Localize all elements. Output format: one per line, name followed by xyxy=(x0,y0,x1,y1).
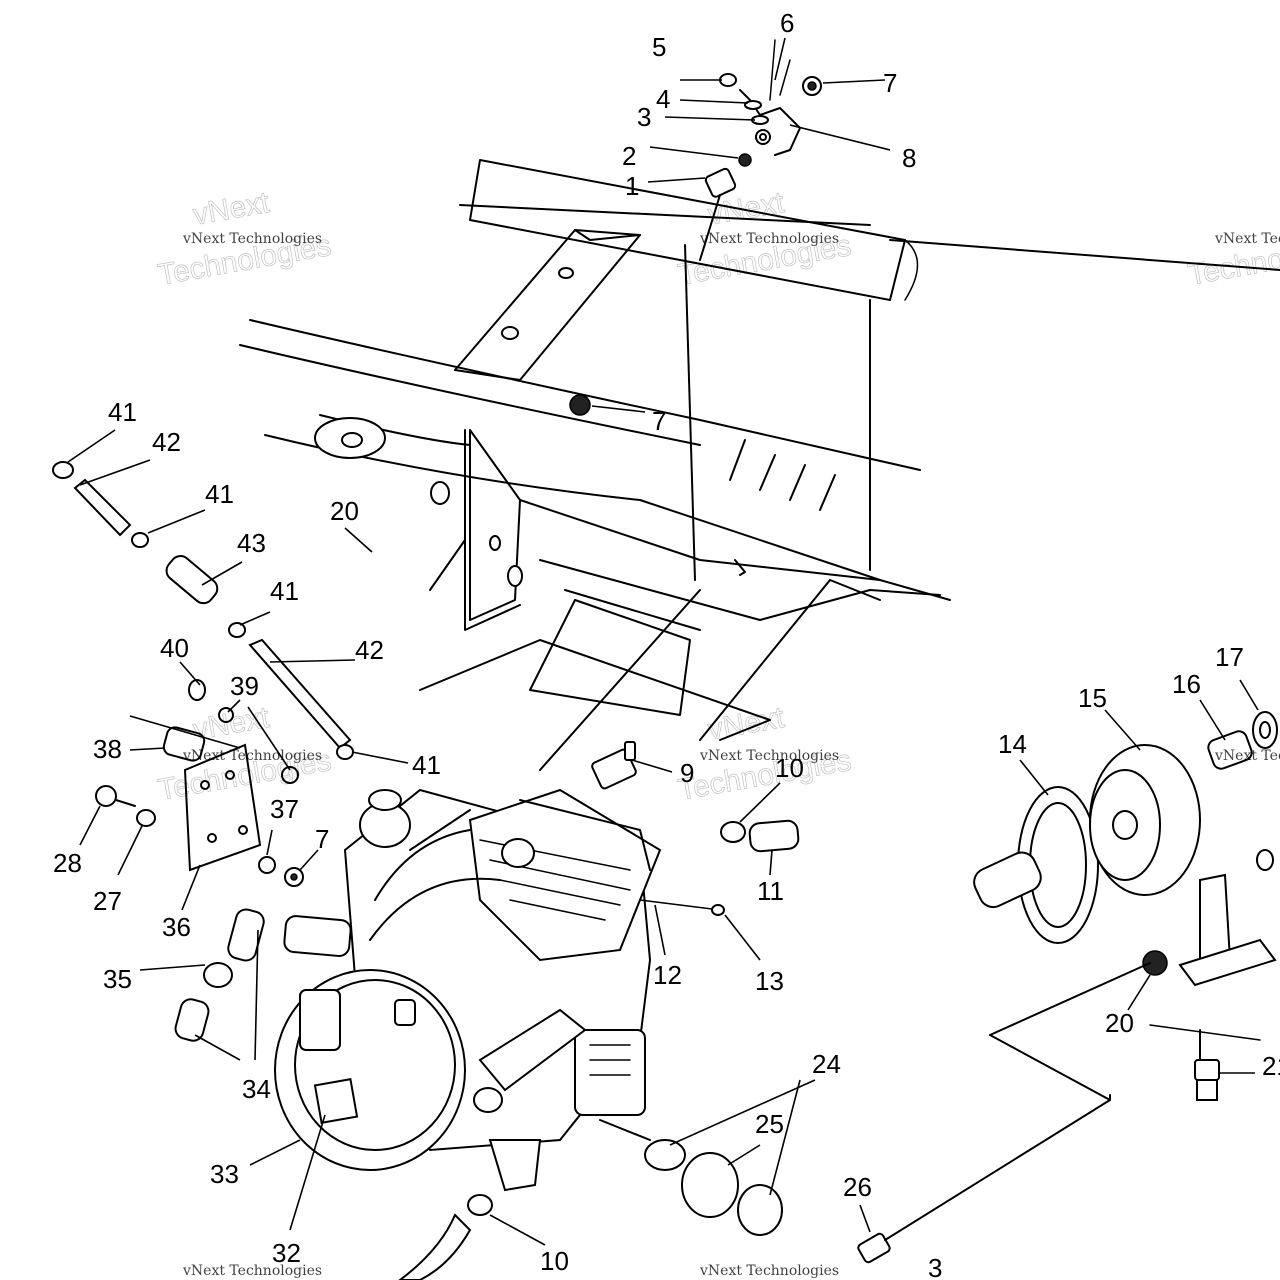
callout-3: 3 xyxy=(637,102,651,132)
callout-12: 12 xyxy=(653,960,682,990)
sleeve-clamp xyxy=(720,819,800,853)
callout-7: 7 xyxy=(883,68,897,98)
callout-37: 37 xyxy=(270,794,299,824)
callout-15: 15 xyxy=(1078,683,1107,713)
callout-6: 6 xyxy=(780,8,794,38)
callout-28: 28 xyxy=(53,848,82,878)
callout-41: 41 xyxy=(108,397,137,427)
callout-16: 16 xyxy=(1172,669,1201,699)
callout-20: 20 xyxy=(1105,1008,1134,1038)
callout-7: 7 xyxy=(652,406,666,436)
watermark-text: vNext Technologies xyxy=(182,748,322,764)
mount-hardware-top xyxy=(569,39,822,416)
callout-42: 42 xyxy=(355,635,384,665)
callout-41: 41 xyxy=(205,479,234,509)
callout-34: 34 xyxy=(242,1074,271,1104)
callout-17: 17 xyxy=(1215,642,1244,672)
callout-9: 9 xyxy=(680,758,694,788)
callout-labels: 2 1 3 4 5 6 7 8 7 41 42 41 43 20 41 42 4… xyxy=(53,8,1280,1280)
callout-33: 33 xyxy=(210,1159,239,1189)
callout-4: 4 xyxy=(656,84,670,114)
callout-27: 27 xyxy=(93,886,122,916)
engine-assembly xyxy=(274,741,725,1192)
callout-24: 24 xyxy=(812,1049,841,1079)
leader-lines xyxy=(67,37,1259,1246)
callout-38: 38 xyxy=(93,734,122,764)
callout-39: 39 xyxy=(230,671,259,701)
callout-20: 20 xyxy=(330,496,359,526)
watermark-brand: vNext xyxy=(190,701,272,747)
callout-41: 41 xyxy=(270,576,299,606)
watermark-text: vNext Technologies xyxy=(699,748,839,764)
electrical-bracket xyxy=(95,679,304,887)
lower-hardware xyxy=(398,1099,1111,1280)
exhaust-coupling xyxy=(599,1119,783,1236)
callout-5: 5 xyxy=(652,32,666,62)
callout-36: 36 xyxy=(162,912,191,942)
drive-clutch xyxy=(973,711,1278,944)
callout-13: 13 xyxy=(755,966,784,996)
callout-32: 32 xyxy=(272,1238,301,1268)
callout-43: 43 xyxy=(237,528,266,558)
callout-14: 14 xyxy=(998,729,1027,759)
watermark-text: vNext Technologies xyxy=(182,231,322,247)
frame-outline xyxy=(239,159,1280,771)
watermark-text: vNext Technologies xyxy=(1214,748,1280,764)
callout-40: 40 xyxy=(160,633,189,663)
callout-7: 7 xyxy=(315,824,329,854)
callout-10: 10 xyxy=(775,753,804,783)
callout-35: 35 xyxy=(103,964,132,994)
watermark-text: vNext Technologies xyxy=(699,231,839,247)
watermark-brand: vNext xyxy=(190,186,272,232)
callout-10: 10 xyxy=(540,1246,569,1276)
callout-1: 1 xyxy=(625,171,639,201)
callout-2: 2 xyxy=(622,141,636,171)
callout-21: 21 xyxy=(1262,1051,1280,1081)
watermark-text: vNext Technologies xyxy=(182,1263,322,1279)
callout-26: 26 xyxy=(843,1172,872,1202)
mount-bracket xyxy=(989,873,1277,1101)
callout-3: 3 xyxy=(928,1253,942,1280)
primer-assembly xyxy=(174,908,265,1042)
callout-25: 25 xyxy=(755,1109,784,1139)
watermark-brand: vNext xyxy=(705,701,787,747)
callout-41: 41 xyxy=(412,750,441,780)
callout-11: 11 xyxy=(757,876,784,906)
watermark-text: vNext Technologies xyxy=(1214,231,1280,247)
watermark-text: vNext Technologies xyxy=(699,1263,839,1279)
callout-42: 42 xyxy=(152,427,181,457)
fuel-line-assembly xyxy=(52,461,354,760)
callout-8: 8 xyxy=(902,143,916,173)
